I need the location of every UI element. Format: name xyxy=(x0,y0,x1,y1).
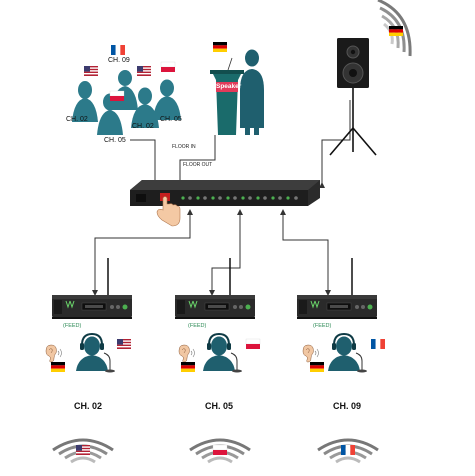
receiver-ch09 xyxy=(296,258,385,374)
output-wave-ch09 xyxy=(316,438,380,464)
loudspeaker xyxy=(329,0,412,156)
flag-de-icon xyxy=(213,42,227,52)
connection-lines xyxy=(94,100,351,295)
ear-icon xyxy=(45,344,62,363)
flag-fr-icon xyxy=(111,45,125,55)
receiver-unit xyxy=(296,294,378,320)
floor-out-label: FLOOR OUT xyxy=(183,162,213,168)
receiver-unit xyxy=(174,294,256,320)
flag-de-icon xyxy=(389,26,403,36)
flag-pl-icon xyxy=(160,61,176,73)
flag-us-icon xyxy=(84,66,98,76)
receiver-unit xyxy=(51,294,133,320)
output-wave-ch05 xyxy=(188,438,252,464)
channel-label: CH. 02 xyxy=(66,116,88,123)
receiver-ch02 xyxy=(45,258,133,374)
flag-us-icon xyxy=(137,66,151,76)
receiver-channel-label: CH. 02 xyxy=(74,401,103,411)
channel-label: CH. 02 xyxy=(132,123,154,130)
flag-pl-icon xyxy=(245,338,261,350)
flag-de-icon xyxy=(310,362,324,372)
output-wave-ch02 xyxy=(51,438,115,464)
hand-pointer-icon xyxy=(156,196,181,227)
receiver-ch05 xyxy=(174,258,261,374)
channel-label: CH. 09 xyxy=(108,57,130,64)
interpreter-icon xyxy=(75,333,116,374)
floor-in-label: FLOOR IN xyxy=(172,144,196,150)
flag-pl-icon xyxy=(109,90,125,102)
feed-label: (FEED) xyxy=(63,323,82,329)
flag-de-icon xyxy=(181,362,195,372)
feed-label: (FEED) xyxy=(188,323,207,329)
interpreter-icon xyxy=(202,333,243,374)
channel-label: CH. 05 xyxy=(104,137,126,144)
speaker-label-plate xyxy=(216,82,238,92)
arrowheads xyxy=(92,180,331,296)
flag-us-icon xyxy=(117,339,131,349)
speaker-label: Speaker xyxy=(216,83,242,90)
interpretation-mixer xyxy=(130,180,320,227)
flag-de-icon xyxy=(51,362,65,372)
interpreters-group xyxy=(72,45,181,135)
flag-us-icon xyxy=(76,445,90,455)
flag-fr-icon xyxy=(341,445,355,455)
interpreter-icon xyxy=(327,333,368,374)
receiver-channel-label: CH. 09 xyxy=(333,401,362,411)
ear-icon xyxy=(302,344,319,363)
flag-fr-icon xyxy=(371,339,385,349)
ear-icon xyxy=(178,344,195,363)
channel-label: CH. 05 xyxy=(160,116,182,123)
speaker-at-podium xyxy=(210,42,264,135)
feed-label: (FEED) xyxy=(313,323,332,329)
flag-pl-icon xyxy=(212,444,228,456)
receiver-channel-label: CH. 05 xyxy=(205,401,234,411)
